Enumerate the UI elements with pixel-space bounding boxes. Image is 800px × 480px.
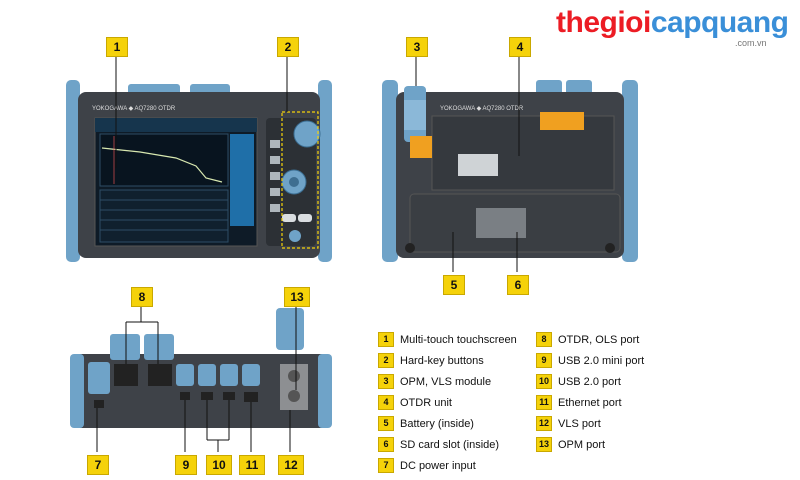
function-key <box>270 156 280 164</box>
callout-12: 12 <box>278 455 304 475</box>
side-bumper-left <box>70 354 84 428</box>
hard-key <box>298 214 312 222</box>
callout-2: 2 <box>277 37 299 57</box>
opm-port <box>288 390 300 402</box>
callout-13: 13 <box>284 287 310 307</box>
function-key <box>270 140 280 148</box>
side-view <box>70 308 332 428</box>
usb-port-1 <box>201 392 213 400</box>
screen-status-bar <box>95 118 257 132</box>
rotary-knob <box>293 120 321 148</box>
otdr-port-cover-2 <box>144 334 174 360</box>
otdr-ols-port-2 <box>148 364 172 386</box>
front-logo-text: YOKOGAWA ◆ AQ7280 OTDR <box>92 106 176 112</box>
front-bumper-right <box>318 80 332 262</box>
back-logo-text: YOKOGAWA ◆ AQ7280 OTDR <box>440 106 524 112</box>
callout-1: 1 <box>106 37 128 57</box>
usb-mini-port <box>180 392 190 400</box>
leader-lines <box>96 54 520 452</box>
side-bumper-right <box>318 354 332 428</box>
rating-label <box>458 154 498 176</box>
callout-10: 10 <box>206 455 232 475</box>
callout-5: 5 <box>443 275 465 295</box>
usb-port-2 <box>223 392 235 400</box>
function-key <box>270 188 280 196</box>
screen-side-menu <box>230 134 254 226</box>
power-button <box>289 230 301 242</box>
usb-cover-1 <box>198 364 216 386</box>
brand-logo: thegioicapquang <box>556 6 789 40</box>
ethernet-cover <box>242 364 260 386</box>
front-view: YOKOGAWA ◆ AQ7280 OTDR <box>66 80 332 262</box>
callout-3: 3 <box>406 37 428 57</box>
brand-part2: capquang <box>650 6 789 39</box>
otdr-port-cover-1 <box>110 334 140 360</box>
callout-11: 11 <box>239 455 265 475</box>
usb-cover-2 <box>220 364 238 386</box>
sd-warning-label <box>476 208 526 238</box>
callout-8: 8 <box>131 287 153 307</box>
otdr-ols-port-1 <box>114 364 138 386</box>
usb-mini-cover <box>176 364 194 386</box>
opm-port-cap <box>276 308 304 350</box>
callout-9: 9 <box>175 455 197 475</box>
callout-4: 4 <box>509 37 531 57</box>
event-table <box>99 189 229 243</box>
callout-2-frame <box>281 111 319 249</box>
ethernet-port <box>244 392 258 402</box>
back-view: YOKOGAWA ◆ AQ7280 OTDR <box>382 80 638 262</box>
brand-part1: thegioi <box>556 6 651 39</box>
hard-key <box>282 214 296 222</box>
dc-jack-cover <box>88 362 110 394</box>
otdr-trace <box>101 147 223 183</box>
front-bumper-left <box>66 80 80 262</box>
back-bumper-left <box>382 80 398 262</box>
callout-6: 6 <box>507 275 529 295</box>
warning-label <box>540 112 584 130</box>
dc-power-input <box>94 400 104 408</box>
otdr-unit <box>431 115 615 191</box>
callout-7: 7 <box>87 455 109 475</box>
brand-suffix: .com.vn <box>735 38 767 48</box>
laser-label <box>410 136 432 158</box>
function-key <box>270 204 280 212</box>
function-key <box>270 172 280 180</box>
vls-port <box>288 370 300 382</box>
back-bumper-right <box>622 80 638 262</box>
trace-area <box>99 133 229 187</box>
